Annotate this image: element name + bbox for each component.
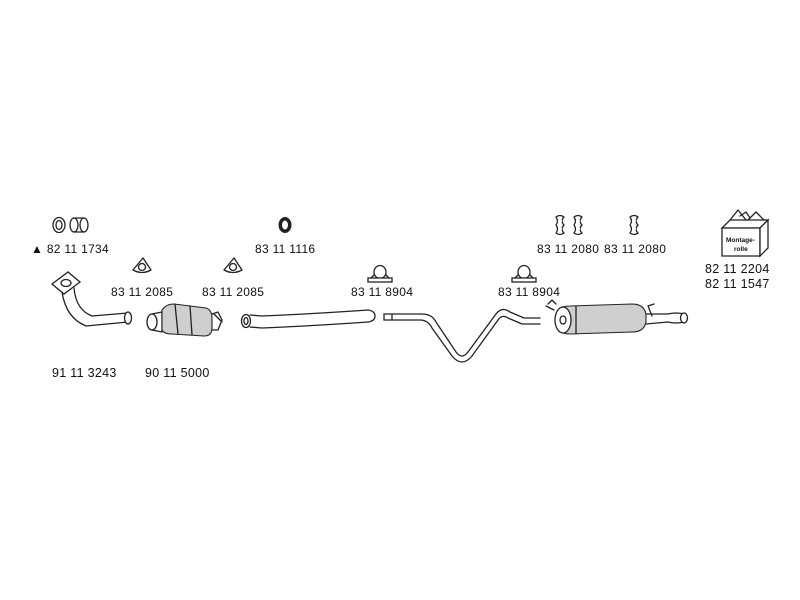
catalytic-converter-label: 90 11 5000 bbox=[145, 366, 210, 380]
middle-pipe-icon bbox=[383, 308, 541, 363]
rubber-hanger-icon bbox=[555, 214, 583, 236]
warning-triangle-icon: ▲ bbox=[31, 242, 44, 256]
front-pipe-label: 91 11 3243 bbox=[52, 366, 117, 380]
gasket-rings-icon bbox=[52, 216, 89, 234]
pipe-clamp-icon bbox=[511, 264, 537, 283]
rubber-hanger-label-b: 83 11 2080 bbox=[604, 242, 667, 256]
intermediate-pipe-icon bbox=[240, 309, 376, 329]
ring-gasket-icon bbox=[278, 217, 292, 233]
rubber-hanger-label-a: 83 11 2080 bbox=[537, 242, 600, 256]
mounting-kit-label-2: 82 11 1547 bbox=[705, 277, 770, 291]
flange-gasket-label-a: 83 11 2085 bbox=[111, 285, 174, 299]
gasket-set-label: ▲ 82 11 1734 bbox=[31, 242, 109, 256]
part-number: 82 11 1734 bbox=[46, 242, 109, 256]
rubber-hanger-icon bbox=[629, 214, 639, 236]
flange-gasket-label-b: 83 11 2085 bbox=[202, 285, 265, 299]
catalytic-converter-icon bbox=[146, 303, 223, 337]
ring-gasket-label: 83 11 1116 bbox=[255, 242, 316, 256]
svg-text:rolle: rolle bbox=[734, 246, 748, 253]
mounting-kit-box-icon: Montage- rolle bbox=[720, 209, 770, 258]
triangular-flange-gasket-icon bbox=[132, 257, 152, 274]
clamp-label-b: 83 11 8904 bbox=[498, 285, 561, 299]
mounting-kit-label-1: 82 11 2204 bbox=[705, 262, 770, 276]
clamp-label-a: 83 11 8904 bbox=[351, 285, 414, 299]
rear-muffler-icon bbox=[545, 299, 689, 335]
front-pipe-icon bbox=[50, 271, 133, 327]
pipe-clamp-icon bbox=[367, 264, 393, 283]
svg-text:Montage-: Montage- bbox=[726, 237, 755, 244]
triangular-flange-gasket-icon bbox=[223, 257, 243, 274]
